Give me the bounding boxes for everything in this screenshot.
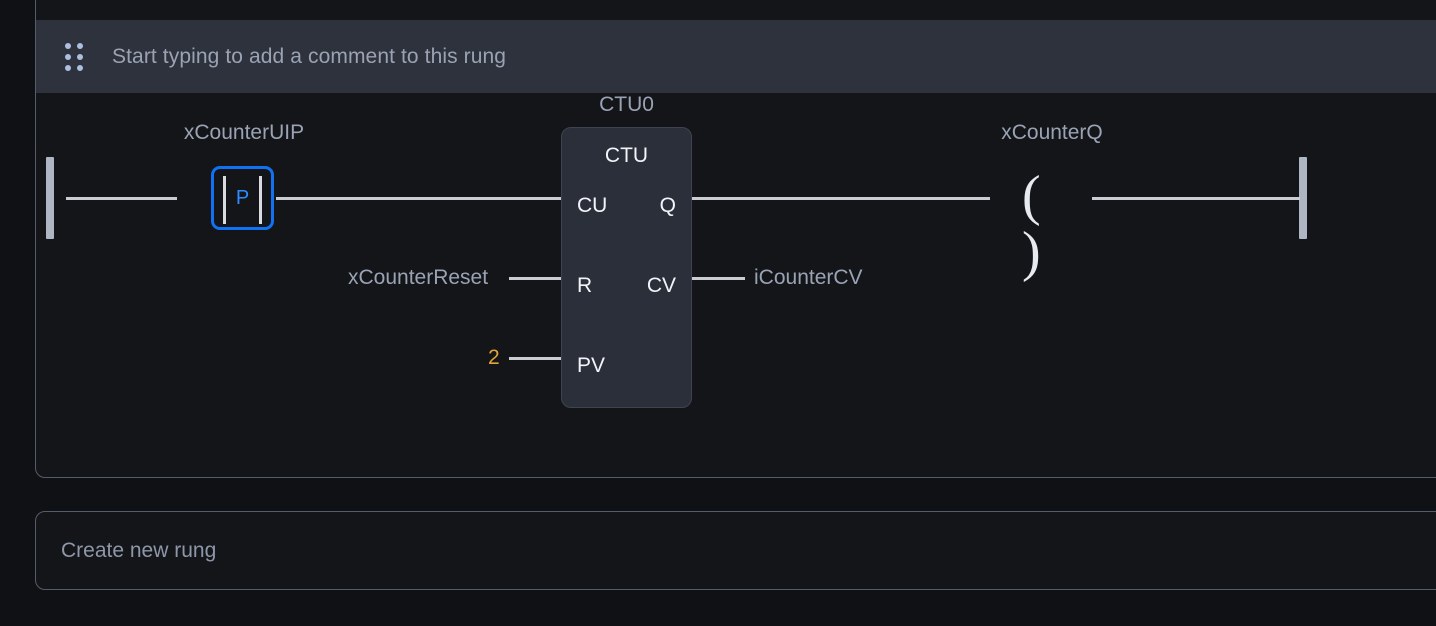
dot <box>77 42 83 49</box>
operand-reset[interactable]: xCounterReset <box>348 266 489 289</box>
wire-rail-to-contact <box>66 197 177 200</box>
fb-output-pin-q[interactable]: Q <box>659 194 676 217</box>
right-power-rail <box>1299 157 1307 239</box>
coil-symbol: ( ) <box>1022 165 1055 283</box>
coil-operand-label[interactable]: xCounterQ <box>1001 121 1103 144</box>
dot <box>77 64 83 71</box>
dot <box>65 64 71 71</box>
contact-symbol-box[interactable]: P <box>211 166 274 230</box>
dot <box>65 53 71 60</box>
rung-comment-input[interactable]: Start typing to add a comment to this ru… <box>112 44 507 68</box>
create-new-rung-button[interactable]: Create new rung <box>35 511 1436 590</box>
dot <box>65 42 71 49</box>
contact-right-bar-icon <box>259 176 262 224</box>
function-block-ctu[interactable]: CTU CU Q R CV PV <box>561 127 692 408</box>
rung-comment-bar[interactable]: Start typing to add a comment to this ru… <box>36 20 1436 93</box>
fb-input-pin-cu[interactable]: CU <box>577 194 608 217</box>
wire-coil-to-rail <box>1092 197 1300 200</box>
function-block-instance-name[interactable]: CTU0 <box>599 93 654 116</box>
ladder-canvas: xCounterUIP P CTU0 CTU CU Q R CV PV xCou… <box>36 93 1436 477</box>
wire-reset-to-r <box>509 277 562 280</box>
create-new-rung-label: Create new rung <box>61 538 217 562</box>
wire-block-q-to-coil <box>692 197 990 200</box>
drag-handle-dots-icon[interactable] <box>63 42 85 72</box>
fb-output-pin-cv[interactable]: CV <box>646 274 676 297</box>
operand-pv-literal[interactable]: 2 <box>488 346 500 369</box>
contact-left-bar-icon <box>223 176 226 224</box>
function-block-type-label: CTU <box>604 144 649 167</box>
fb-input-pin-r[interactable]: R <box>577 274 593 297</box>
rung-container[interactable]: Start typing to add a comment to this ru… <box>35 0 1436 478</box>
dot <box>77 53 83 60</box>
operand-cv[interactable]: iCounterCV <box>754 266 863 289</box>
fb-input-pin-pv[interactable]: PV <box>577 354 606 377</box>
wire-cv-to-operand <box>692 277 745 280</box>
wire-contact-to-block <box>276 197 562 200</box>
left-power-rail <box>46 157 54 239</box>
wire-literal-to-pv <box>509 357 562 360</box>
contact-operand-label[interactable]: xCounterUIP <box>183 121 305 144</box>
contact-edge-letter: P <box>235 187 250 209</box>
